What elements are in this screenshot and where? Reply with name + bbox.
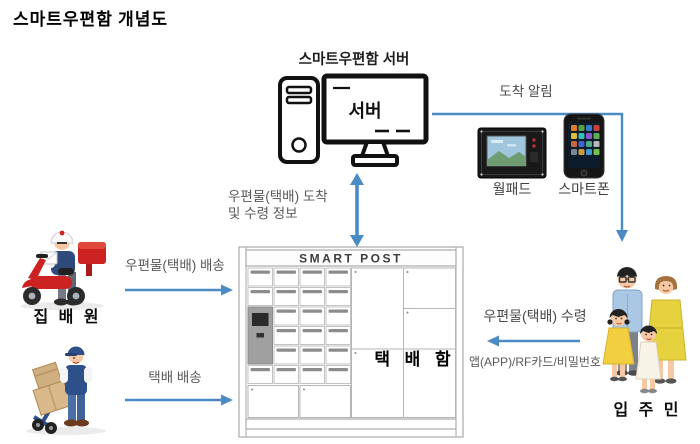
server-screen-label: 서버 <box>348 101 381 121</box>
postman-scooter-illustration <box>20 230 106 310</box>
family-illustration <box>602 267 687 394</box>
resident-label: 입 주 민 <box>613 402 682 419</box>
locker-label: 택 배 함 <box>374 350 456 369</box>
server-label: 스마트우편함 서버 <box>298 52 410 68</box>
page-title: 스마트우편함 개념도 <box>13 10 169 29</box>
smart-post-locker: SMART POST <box>238 246 464 438</box>
locker-control-panel <box>247 306 273 365</box>
locker-header-label: SMART POST <box>299 252 403 266</box>
parcel-delivery-arrow <box>125 394 233 406</box>
receive-arrow <box>487 335 580 347</box>
server-locker-double-arrow <box>350 173 364 247</box>
mail-delivery-arrow <box>125 284 233 296</box>
smartphone-label: 스마트폰 <box>558 181 610 197</box>
server-locker-info-line1: 우편물(택배) 도착 <box>228 189 328 204</box>
server-locker-info-line2: 및 수령 정보 <box>228 206 298 221</box>
wallpad-icon <box>477 127 547 179</box>
courier-handtruck-illustration <box>26 346 106 435</box>
postman-label: 집 배 원 <box>33 309 102 326</box>
wallpad-label: 월패드 <box>492 181 532 197</box>
mail-delivery-arrow-label: 우편물(택배) 배송 <box>125 258 225 273</box>
receive-arrow-label: 우편물(택배) 수령 <box>483 308 587 324</box>
auth-method-label: 앱(APP)/RF카드/비밀번호 <box>469 355 601 369</box>
server-locker-info-label: 우편물(택배) 도착 및 수령 정보 <box>228 188 328 222</box>
smartphone-icon <box>563 113 605 179</box>
parcel-delivery-arrow-label: 택배 배송 <box>148 370 202 385</box>
desktop-computer-icon: 서버 <box>278 73 429 167</box>
notification-label: 도착 알림 <box>499 84 553 99</box>
